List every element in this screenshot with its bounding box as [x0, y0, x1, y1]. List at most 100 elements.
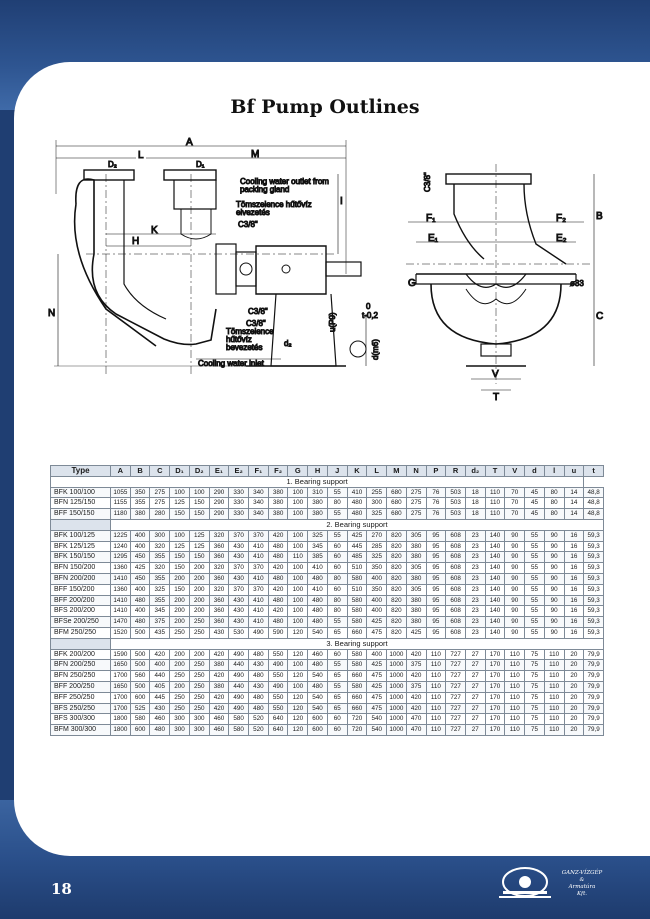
- value-cell: 290: [208, 508, 230, 520]
- value-cell: 680: [386, 508, 407, 520]
- value-cell: 1410: [110, 594, 131, 607]
- value-cell: 110: [543, 724, 565, 736]
- column-header: d: [524, 465, 545, 477]
- value-cell: 100: [287, 659, 309, 672]
- dim-b-label: B: [596, 211, 603, 222]
- value-cell: 120: [287, 670, 309, 682]
- value-cell: 550: [267, 670, 289, 682]
- value-cell: 380: [405, 594, 427, 607]
- value-cell: 727: [445, 724, 466, 736]
- type-cell: BFN 250/250: [50, 670, 111, 682]
- dim-v-label: V: [492, 369, 499, 380]
- value-cell: 590: [267, 626, 289, 639]
- value-cell: 16: [563, 529, 585, 542]
- value-cell: 59,3: [583, 540, 604, 553]
- value-cell: 75: [524, 680, 545, 693]
- value-cell: 120: [287, 713, 309, 726]
- value-cell: 1700: [110, 691, 131, 704]
- value-cell: 340: [248, 508, 269, 520]
- value-cell: 1410: [110, 572, 131, 585]
- value-cell: 540: [307, 670, 328, 682]
- value-cell: 150: [188, 508, 210, 520]
- value-cell: 110: [425, 713, 447, 726]
- value-cell: 250: [188, 691, 210, 704]
- dim-f2-label: F₂: [556, 213, 566, 224]
- value-cell: 490: [228, 670, 250, 682]
- value-cell: 65: [326, 691, 348, 704]
- column-header: t: [583, 465, 604, 477]
- type-cell: BFK 150/150: [50, 551, 111, 564]
- value-cell: 250: [188, 670, 210, 682]
- value-cell: 16: [563, 605, 585, 618]
- value-cell: 380: [267, 508, 289, 520]
- value-cell: 23: [464, 529, 486, 542]
- value-cell: 1650: [110, 659, 131, 672]
- value-cell: 525: [129, 702, 151, 715]
- value-cell: 100: [287, 486, 309, 499]
- value-cell: 480: [267, 616, 289, 628]
- type-cell: BFS 250/250: [50, 702, 111, 715]
- value-cell: 65: [326, 670, 348, 682]
- value-cell: 485: [346, 551, 368, 564]
- dim-g-label: G: [408, 278, 416, 289]
- value-cell: 1800: [110, 724, 131, 736]
- value-cell: 90: [504, 551, 526, 564]
- value-cell: 55: [524, 540, 545, 553]
- value-cell: 250: [188, 702, 210, 715]
- value-cell: 727: [445, 702, 466, 715]
- value-cell: 110: [287, 551, 309, 564]
- value-cell: 355: [129, 497, 151, 510]
- callout-hu-top-2: elvezetés: [236, 208, 270, 217]
- value-cell: 680: [386, 486, 407, 499]
- value-cell: 450: [129, 551, 151, 564]
- value-cell: 400: [366, 605, 388, 618]
- value-cell: 320: [149, 562, 171, 574]
- dim-t-label: T: [493, 392, 499, 403]
- value-cell: 1000: [386, 659, 407, 672]
- value-cell: 120: [287, 648, 309, 661]
- dim-thread-top-label: C3/8": [423, 172, 432, 192]
- value-cell: 45: [524, 486, 545, 499]
- value-cell: 400: [366, 594, 388, 607]
- value-cell: 430: [228, 616, 250, 628]
- value-cell: 110: [543, 713, 565, 726]
- value-cell: 48,8: [583, 497, 604, 510]
- dim-m-label: M: [251, 149, 259, 160]
- value-cell: 430: [228, 551, 250, 564]
- value-cell: 59,3: [583, 594, 604, 607]
- type-cell: BFN 200/200: [50, 572, 111, 585]
- value-cell: 420: [149, 648, 171, 661]
- value-cell: 100: [287, 540, 309, 553]
- callout-thread-3: C3/8": [246, 319, 266, 328]
- value-cell: 310: [307, 486, 328, 499]
- value-cell: 375: [405, 680, 427, 693]
- dim-e2-label: E₂: [556, 233, 567, 244]
- type-cell: BFF 150/150: [50, 508, 111, 520]
- value-cell: 325: [366, 551, 388, 564]
- value-cell: 110: [425, 702, 447, 715]
- value-cell: 70: [504, 508, 526, 520]
- value-cell: 60: [326, 551, 348, 564]
- value-cell: 420: [267, 583, 289, 596]
- type-cell: BFK 200/200: [50, 648, 111, 661]
- value-cell: 820: [386, 540, 407, 553]
- value-cell: 110: [543, 702, 565, 715]
- value-cell: 480: [307, 616, 328, 628]
- value-cell: 640: [267, 724, 289, 736]
- value-cell: 435: [149, 626, 171, 639]
- value-cell: 380: [307, 497, 328, 510]
- value-cell: 18: [464, 508, 486, 520]
- value-cell: 275: [149, 497, 171, 510]
- value-cell: 520: [248, 713, 269, 726]
- column-header: T: [484, 465, 506, 477]
- value-cell: 480: [346, 497, 368, 510]
- value-cell: 14: [563, 497, 585, 510]
- value-cell: 320: [208, 529, 230, 542]
- value-cell: 410: [307, 583, 328, 596]
- value-cell: 350: [366, 583, 388, 596]
- value-cell: 90: [504, 529, 526, 542]
- value-cell: 420: [405, 691, 427, 704]
- value-cell: 375: [149, 616, 171, 628]
- value-cell: 20: [563, 713, 585, 726]
